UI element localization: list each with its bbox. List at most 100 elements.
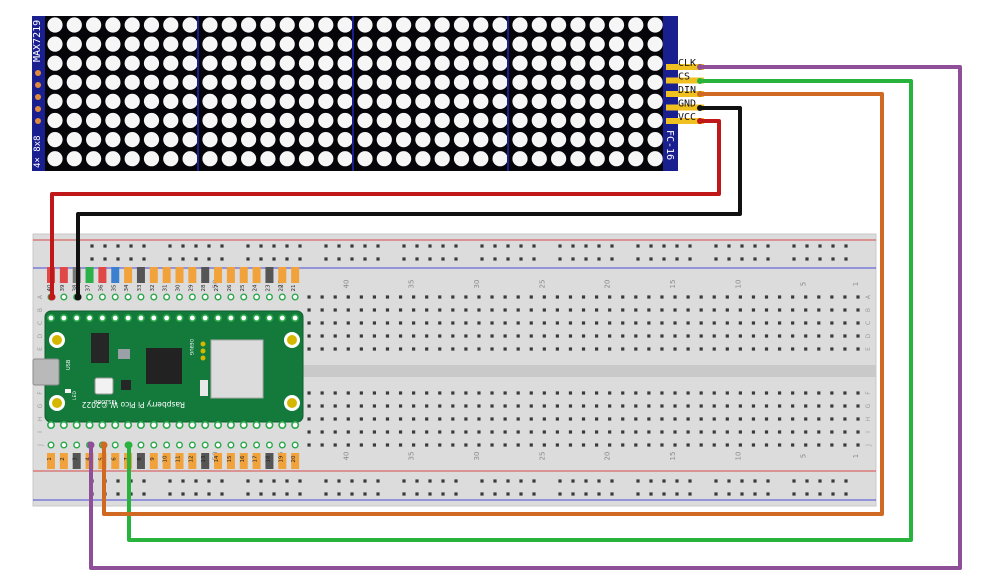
breadboard-hole[interactable] [727,244,731,248]
breadboard-hole[interactable] [490,430,494,434]
pico-pin-34[interactable] [124,313,133,322]
breadboard-hole[interactable] [415,244,419,248]
breadboard-hole[interactable] [490,443,494,447]
breadboard-hole[interactable] [634,404,638,408]
pico-header-hole[interactable] [47,441,55,449]
breadboard-hole[interactable] [103,244,107,248]
breadboard-hole[interactable] [621,295,625,299]
breadboard-hole[interactable] [595,404,599,408]
breadboard-hole[interactable] [804,295,808,299]
pico-pin-6[interactable] [111,420,120,429]
breadboard-hole[interactable] [817,295,821,299]
breadboard-hole[interactable] [464,308,468,312]
breadboard-hole[interactable] [207,244,211,248]
pico-header-hole[interactable] [60,293,68,301]
breadboard-hole[interactable] [791,443,795,447]
breadboard-hole[interactable] [320,347,324,351]
breadboard-hole[interactable] [451,443,455,447]
breadboard-hole[interactable] [359,295,363,299]
breadboard-hole[interactable] [529,430,533,434]
pico-header-hole[interactable] [137,441,145,449]
breadboard-hole[interactable] [519,479,523,483]
breadboard-hole[interactable] [777,347,782,351]
breadboard-hole[interactable] [372,308,377,312]
breadboard-hole[interactable] [320,321,324,325]
breadboard-hole[interactable] [385,404,390,408]
breadboard-hole[interactable] [686,404,690,408]
breadboard-hole[interactable] [738,430,742,434]
breadboard-hole[interactable] [168,257,172,261]
breadboard-hole[interactable] [441,479,445,483]
breadboard-hole[interactable] [581,391,586,395]
breadboard-hole[interactable] [581,334,586,338]
breadboard-hole[interactable] [142,257,146,261]
breadboard-hole[interactable] [856,321,860,325]
breadboard-hole[interactable] [350,244,354,248]
breadboard-hole[interactable] [636,244,640,248]
breadboard-hole[interactable] [636,479,640,483]
breadboard-hole[interactable] [320,295,324,299]
pico-header-hole[interactable] [278,293,286,301]
breadboard-hole[interactable] [610,492,614,496]
breadboard-hole[interactable] [324,479,328,483]
breadboard-hole[interactable] [451,430,455,434]
breadboard-hole[interactable] [259,479,263,483]
breadboard-hole[interactable] [372,321,377,325]
breadboard-hole[interactable] [359,334,363,338]
breadboard-hole[interactable] [402,244,406,248]
breadboard-hole[interactable] [621,404,625,408]
breadboard-hole[interactable] [660,347,664,351]
pico-pin-26[interactable] [226,313,235,322]
breadboard-hole[interactable] [647,404,651,408]
breadboard-hole[interactable] [712,295,716,299]
breadboard-hole[interactable] [699,404,703,408]
breadboard-hole[interactable] [398,430,403,434]
breadboard-hole[interactable] [272,479,276,483]
breadboard-hole[interactable] [454,479,458,483]
breadboard-hole[interactable] [568,404,573,408]
breadboard-hole[interactable] [660,308,664,312]
breadboard-hole[interactable] [764,417,769,421]
breadboard-hole[interactable] [843,430,847,434]
breadboard-hole[interactable] [519,244,523,248]
breadboard-hole[interactable] [464,430,468,434]
breadboard-hole[interactable] [634,308,638,312]
breadboard-hole[interactable] [333,321,337,325]
breadboard-hole[interactable] [688,492,692,496]
breadboard-hole[interactable] [503,417,507,421]
breadboard-hole[interactable] [817,417,821,421]
breadboard-hole[interactable] [337,257,341,261]
breadboard-hole[interactable] [856,347,860,351]
breadboard-hole[interactable] [686,334,690,338]
breadboard-hole[interactable] [610,257,614,261]
breadboard-hole[interactable] [516,295,520,299]
breadboard-hole[interactable] [649,257,653,261]
breadboard-hole[interactable] [844,257,848,261]
pico-header-hole[interactable] [214,441,222,449]
pico-pin-18[interactable] [265,420,274,429]
breadboard-hole[interactable] [712,308,716,312]
breadboard-hole[interactable] [441,257,445,261]
breadboard-hole[interactable] [425,443,429,447]
breadboard-hole[interactable] [738,443,742,447]
pico-header-hole[interactable] [253,441,261,449]
breadboard-hole[interactable] [568,347,573,351]
breadboard-hole[interactable] [595,443,599,447]
breadboard-hole[interactable] [493,257,497,261]
breadboard-hole[interactable] [555,308,559,312]
breadboard-hole[interactable] [675,257,679,261]
breadboard-hole[interactable] [333,347,337,351]
breadboard-hole[interactable] [843,321,847,325]
breadboard-hole[interactable] [529,334,533,338]
matrix-pin-din[interactable]: DIN [666,85,704,97]
breadboard-hole[interactable] [568,443,573,447]
pico-header-hole[interactable] [265,441,273,449]
pico-header-hole[interactable] [227,441,235,449]
breadboard-hole[interactable] [346,430,350,434]
breadboard-hole[interactable] [372,443,377,447]
pico-header-hole[interactable] [111,293,119,301]
breadboard-hole[interactable] [844,479,848,483]
breadboard-hole[interactable] [307,308,311,312]
breadboard-hole[interactable] [791,404,795,408]
breadboard-hole[interactable] [662,244,666,248]
